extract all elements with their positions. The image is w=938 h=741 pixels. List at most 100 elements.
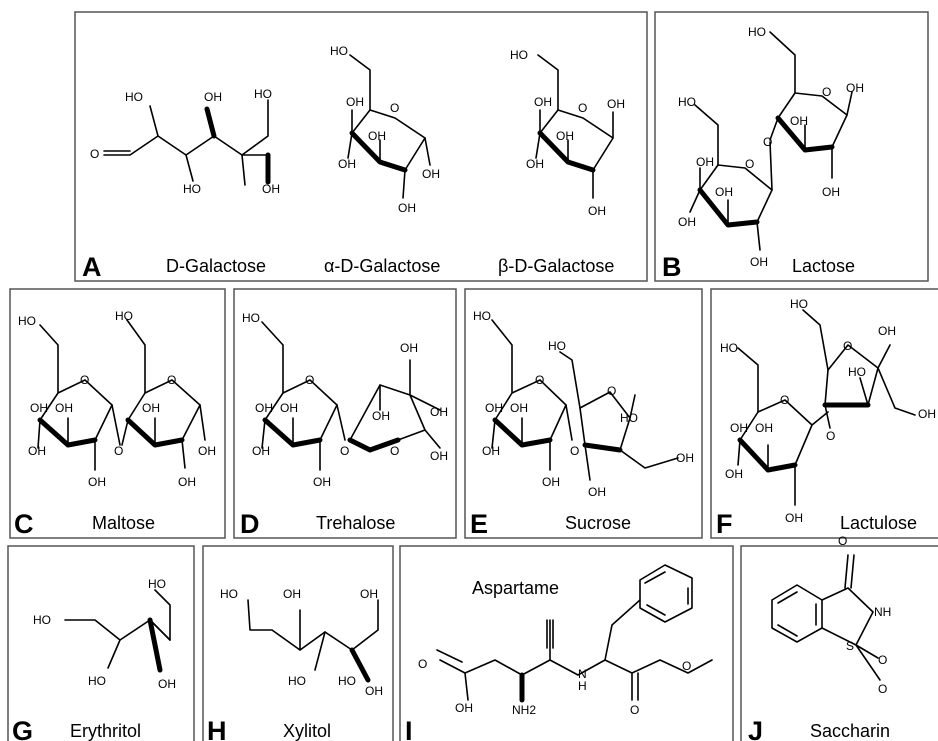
atom-oh: OH bbox=[28, 444, 46, 458]
atom-oh: OH bbox=[822, 185, 840, 199]
sucrose-structure: O O O HO HO OH OH OH OH OH HO OH bbox=[473, 309, 694, 499]
panel-b-frame bbox=[654, 11, 929, 282]
atom-oh: OH bbox=[715, 185, 733, 199]
atom-oh: OH bbox=[422, 167, 440, 181]
atom-oh: OH bbox=[750, 255, 768, 269]
panel-letter: H bbox=[207, 716, 227, 741]
atom-o: O bbox=[80, 373, 89, 387]
atom-o: O bbox=[340, 444, 349, 458]
panel-letter: I bbox=[405, 716, 413, 741]
atom-oh: OH bbox=[88, 475, 106, 489]
panel-i-frame bbox=[399, 545, 734, 741]
compound-name: Aspartame bbox=[472, 578, 559, 598]
atom-ho: HO bbox=[678, 95, 696, 109]
atom-oh: OH bbox=[204, 90, 222, 104]
aspartame-structure: O OH NH2 H N O O bbox=[418, 564, 713, 717]
compound-name: D-Galactose bbox=[166, 256, 266, 276]
atom-h: H bbox=[578, 679, 587, 693]
atom-ho: HO bbox=[254, 87, 272, 101]
panel-letter: A bbox=[82, 252, 102, 282]
atom-oh: OH bbox=[30, 401, 48, 415]
atom-oh: OH bbox=[678, 215, 696, 229]
atom-o: O bbox=[843, 339, 852, 353]
atom-o: O bbox=[578, 101, 587, 115]
atom-oh: OH bbox=[313, 475, 331, 489]
panel-letter: B bbox=[662, 252, 682, 282]
atom-oh: OH bbox=[485, 401, 503, 415]
atom-o: O bbox=[305, 373, 314, 387]
panel-letter: E bbox=[470, 509, 488, 539]
atom-ho: HO bbox=[33, 613, 51, 627]
panel-g-frame bbox=[7, 545, 195, 741]
atom-oh: OH bbox=[556, 129, 574, 143]
atom-oh: OH bbox=[365, 684, 383, 698]
compound-name: Saccharin bbox=[810, 721, 890, 741]
atom-oh: OH bbox=[346, 95, 364, 109]
atom-ho: HO bbox=[748, 25, 766, 39]
atom-oh: OH bbox=[785, 511, 803, 525]
maltose-structure: O O O HO HO OH OH OH OH OH OH OH bbox=[18, 309, 216, 489]
atom-oh: OH bbox=[360, 587, 378, 601]
atom-oh: OH bbox=[372, 409, 390, 423]
atom-o: O bbox=[878, 653, 887, 667]
atom-oh: OH bbox=[846, 81, 864, 95]
atom-ho: HO bbox=[148, 577, 166, 591]
atom-oh: OH bbox=[696, 155, 714, 169]
atom-nh: NH bbox=[874, 605, 891, 619]
atom-o: O bbox=[763, 135, 772, 149]
atom-ho: HO bbox=[220, 587, 238, 601]
atom-o: O bbox=[682, 659, 691, 673]
panel-letter: G bbox=[12, 716, 33, 741]
atom-oh: OH bbox=[158, 677, 176, 691]
atom-oh: OH bbox=[542, 475, 560, 489]
compound-name: Trehalose bbox=[316, 513, 395, 533]
atom-oh: OH bbox=[280, 401, 298, 415]
panel-f-frame bbox=[710, 288, 938, 539]
saccharin-structure: O NH S O O bbox=[771, 534, 891, 696]
atom-oh: OH bbox=[198, 444, 216, 458]
atom-o: O bbox=[822, 85, 831, 99]
atom-s: S bbox=[846, 639, 854, 653]
atom-ho: HO bbox=[473, 309, 491, 323]
panel-h-frame bbox=[202, 545, 394, 741]
lactose-structure: O HO OH OH OH O O HO OH OH OH OH bbox=[678, 25, 864, 269]
atom-o: O bbox=[607, 384, 616, 398]
atom-oh: OH bbox=[790, 114, 808, 128]
atom-ho: HO bbox=[288, 674, 306, 688]
atom-ho: HO bbox=[548, 339, 566, 353]
atom-o: O bbox=[838, 534, 847, 548]
d-galactose-structure: O HO OH HO HO OH bbox=[90, 87, 280, 196]
atom-oh: OH bbox=[262, 182, 280, 196]
atom-o: O bbox=[878, 682, 887, 696]
panel-a-frame bbox=[74, 11, 648, 282]
atom-oh: OH bbox=[255, 401, 273, 415]
atom-ho: HO bbox=[18, 314, 36, 328]
atom-oh: OH bbox=[455, 701, 473, 715]
atom-o: O bbox=[390, 444, 399, 458]
xylitol-structure: HO OH OH HO HO OH bbox=[220, 587, 383, 698]
atom-o: O bbox=[535, 373, 544, 387]
panel-j-frame bbox=[740, 545, 938, 741]
atom-oh: OH bbox=[338, 157, 356, 171]
trehalose-structure: O O O HO OH OH OH OH OH OH OH OH bbox=[242, 311, 448, 489]
atom-o: O bbox=[570, 444, 579, 458]
atom-oh: OH bbox=[878, 324, 896, 338]
atom-oh: OH bbox=[55, 401, 73, 415]
alpha-d-galactose-structure: O HO OH OH OH OH OH bbox=[330, 44, 440, 215]
atom-oh: OH bbox=[430, 405, 448, 419]
atom-ho: HO bbox=[125, 90, 143, 104]
atom-oh: OH bbox=[534, 95, 552, 109]
atom-o: O bbox=[167, 373, 176, 387]
atom-ho: HO bbox=[620, 411, 638, 425]
atom-ho: HO bbox=[88, 674, 106, 688]
atom-oh: OH bbox=[526, 157, 544, 171]
atom-oh: OH bbox=[368, 129, 386, 143]
atom-ho: HO bbox=[790, 297, 808, 311]
panel-letter: J bbox=[748, 716, 763, 741]
atom-oh: OH bbox=[482, 444, 500, 458]
atom-o: O bbox=[418, 657, 427, 671]
compound-name: β-D-Galactose bbox=[498, 256, 614, 276]
atom-oh: OH bbox=[676, 451, 694, 465]
compound-name: Xylitol bbox=[283, 721, 331, 741]
